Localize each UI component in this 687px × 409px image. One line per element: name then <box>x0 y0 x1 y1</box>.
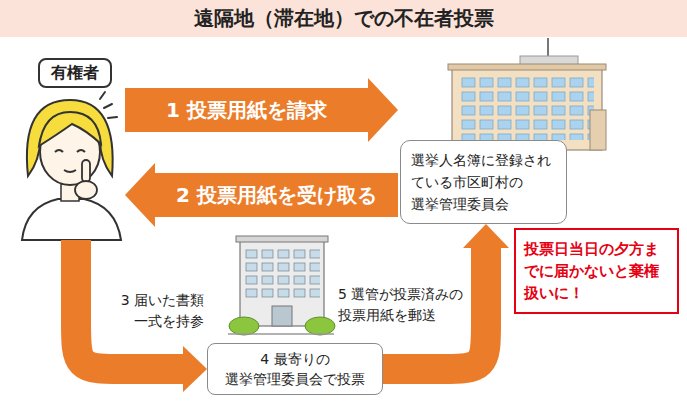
flow-arrow <box>76 240 207 392</box>
voter-figure <box>22 92 121 240</box>
edge-label: 1 投票用紙を請求 <box>166 97 327 123</box>
edge-label: 3 届いた書類 一式を持参 <box>98 290 204 332</box>
voter-figure-part <box>77 150 85 152</box>
commission-building-part <box>448 64 606 70</box>
commission-building-part <box>452 68 602 150</box>
arrow-shaft <box>155 173 398 217</box>
nearest-commission-box: 4 最寄りの 選挙管理委員会で投票 <box>207 343 383 395</box>
voter-figure-part <box>39 112 101 146</box>
voter-figure-part <box>100 92 105 99</box>
nearest-office-building <box>228 236 335 335</box>
arrow-head <box>368 78 398 142</box>
arrow-head <box>125 163 155 227</box>
nearest-office-building-part <box>305 317 335 335</box>
arrow-head <box>463 224 509 248</box>
flow-arrow <box>125 78 398 142</box>
voter-figure-part <box>108 117 117 118</box>
voter-figure-part <box>104 104 112 108</box>
nearest-office-building-part <box>228 333 334 335</box>
edge-label-holder: 2 投票用紙を受け取る <box>176 182 377 208</box>
edge-label-holder: 1 投票用紙を請求 <box>166 97 327 123</box>
voter-figure-part <box>82 160 90 182</box>
voter-figure-part <box>55 150 63 152</box>
arrow-shaft <box>125 88 368 132</box>
node-text: 選挙人名簿に登録され ている市区町村の 選挙管理委員会 <box>400 140 567 224</box>
nearest-office-building-part <box>229 317 259 335</box>
commission-building-part <box>590 110 606 150</box>
voter-figure-part <box>64 170 76 172</box>
arrow-head <box>183 346 207 392</box>
node-text: 4 最寄りの 選挙管理委員会で投票 <box>207 343 383 395</box>
voter-figure-part <box>22 199 121 240</box>
flow-arrow <box>125 163 398 227</box>
node-text: 投票日当日の夕方ま でに届かないと棄権 扱いに！ <box>514 228 679 314</box>
nearest-office-building-part <box>236 236 328 242</box>
edge-label-holder: 5 選管が投票済みの 投票用紙を郵送 <box>338 284 466 326</box>
nearest-office-building-part <box>244 248 320 300</box>
commission-building <box>448 38 606 150</box>
nearest-office-building-part <box>272 306 292 326</box>
edge-label: 2 投票用紙を受け取る <box>176 182 377 208</box>
title: 遠隔地（滞在地）での不在者投票 <box>194 5 494 32</box>
voter-figure-part <box>75 181 97 199</box>
commission-box: 選挙人名簿に登録され ている市区町村の 選挙管理委員会 <box>398 40 568 224</box>
edge-label-holder: 3 届いた書類 一式を持参 <box>98 290 204 332</box>
nearest-office-building-part <box>240 240 324 326</box>
voter-label-box: 有権者 <box>20 52 125 240</box>
commission-building-part <box>460 76 594 140</box>
title-holder: 遠隔地（滞在地）での不在者投票 <box>0 0 687 37</box>
node-text: 有権者 <box>38 58 112 88</box>
edge-label: 5 選管が投票済みの 投票用紙を郵送 <box>338 284 466 326</box>
warning-note-box: 投票日当日の夕方ま でに届かないと棄権 扱いに！ <box>514 228 679 314</box>
